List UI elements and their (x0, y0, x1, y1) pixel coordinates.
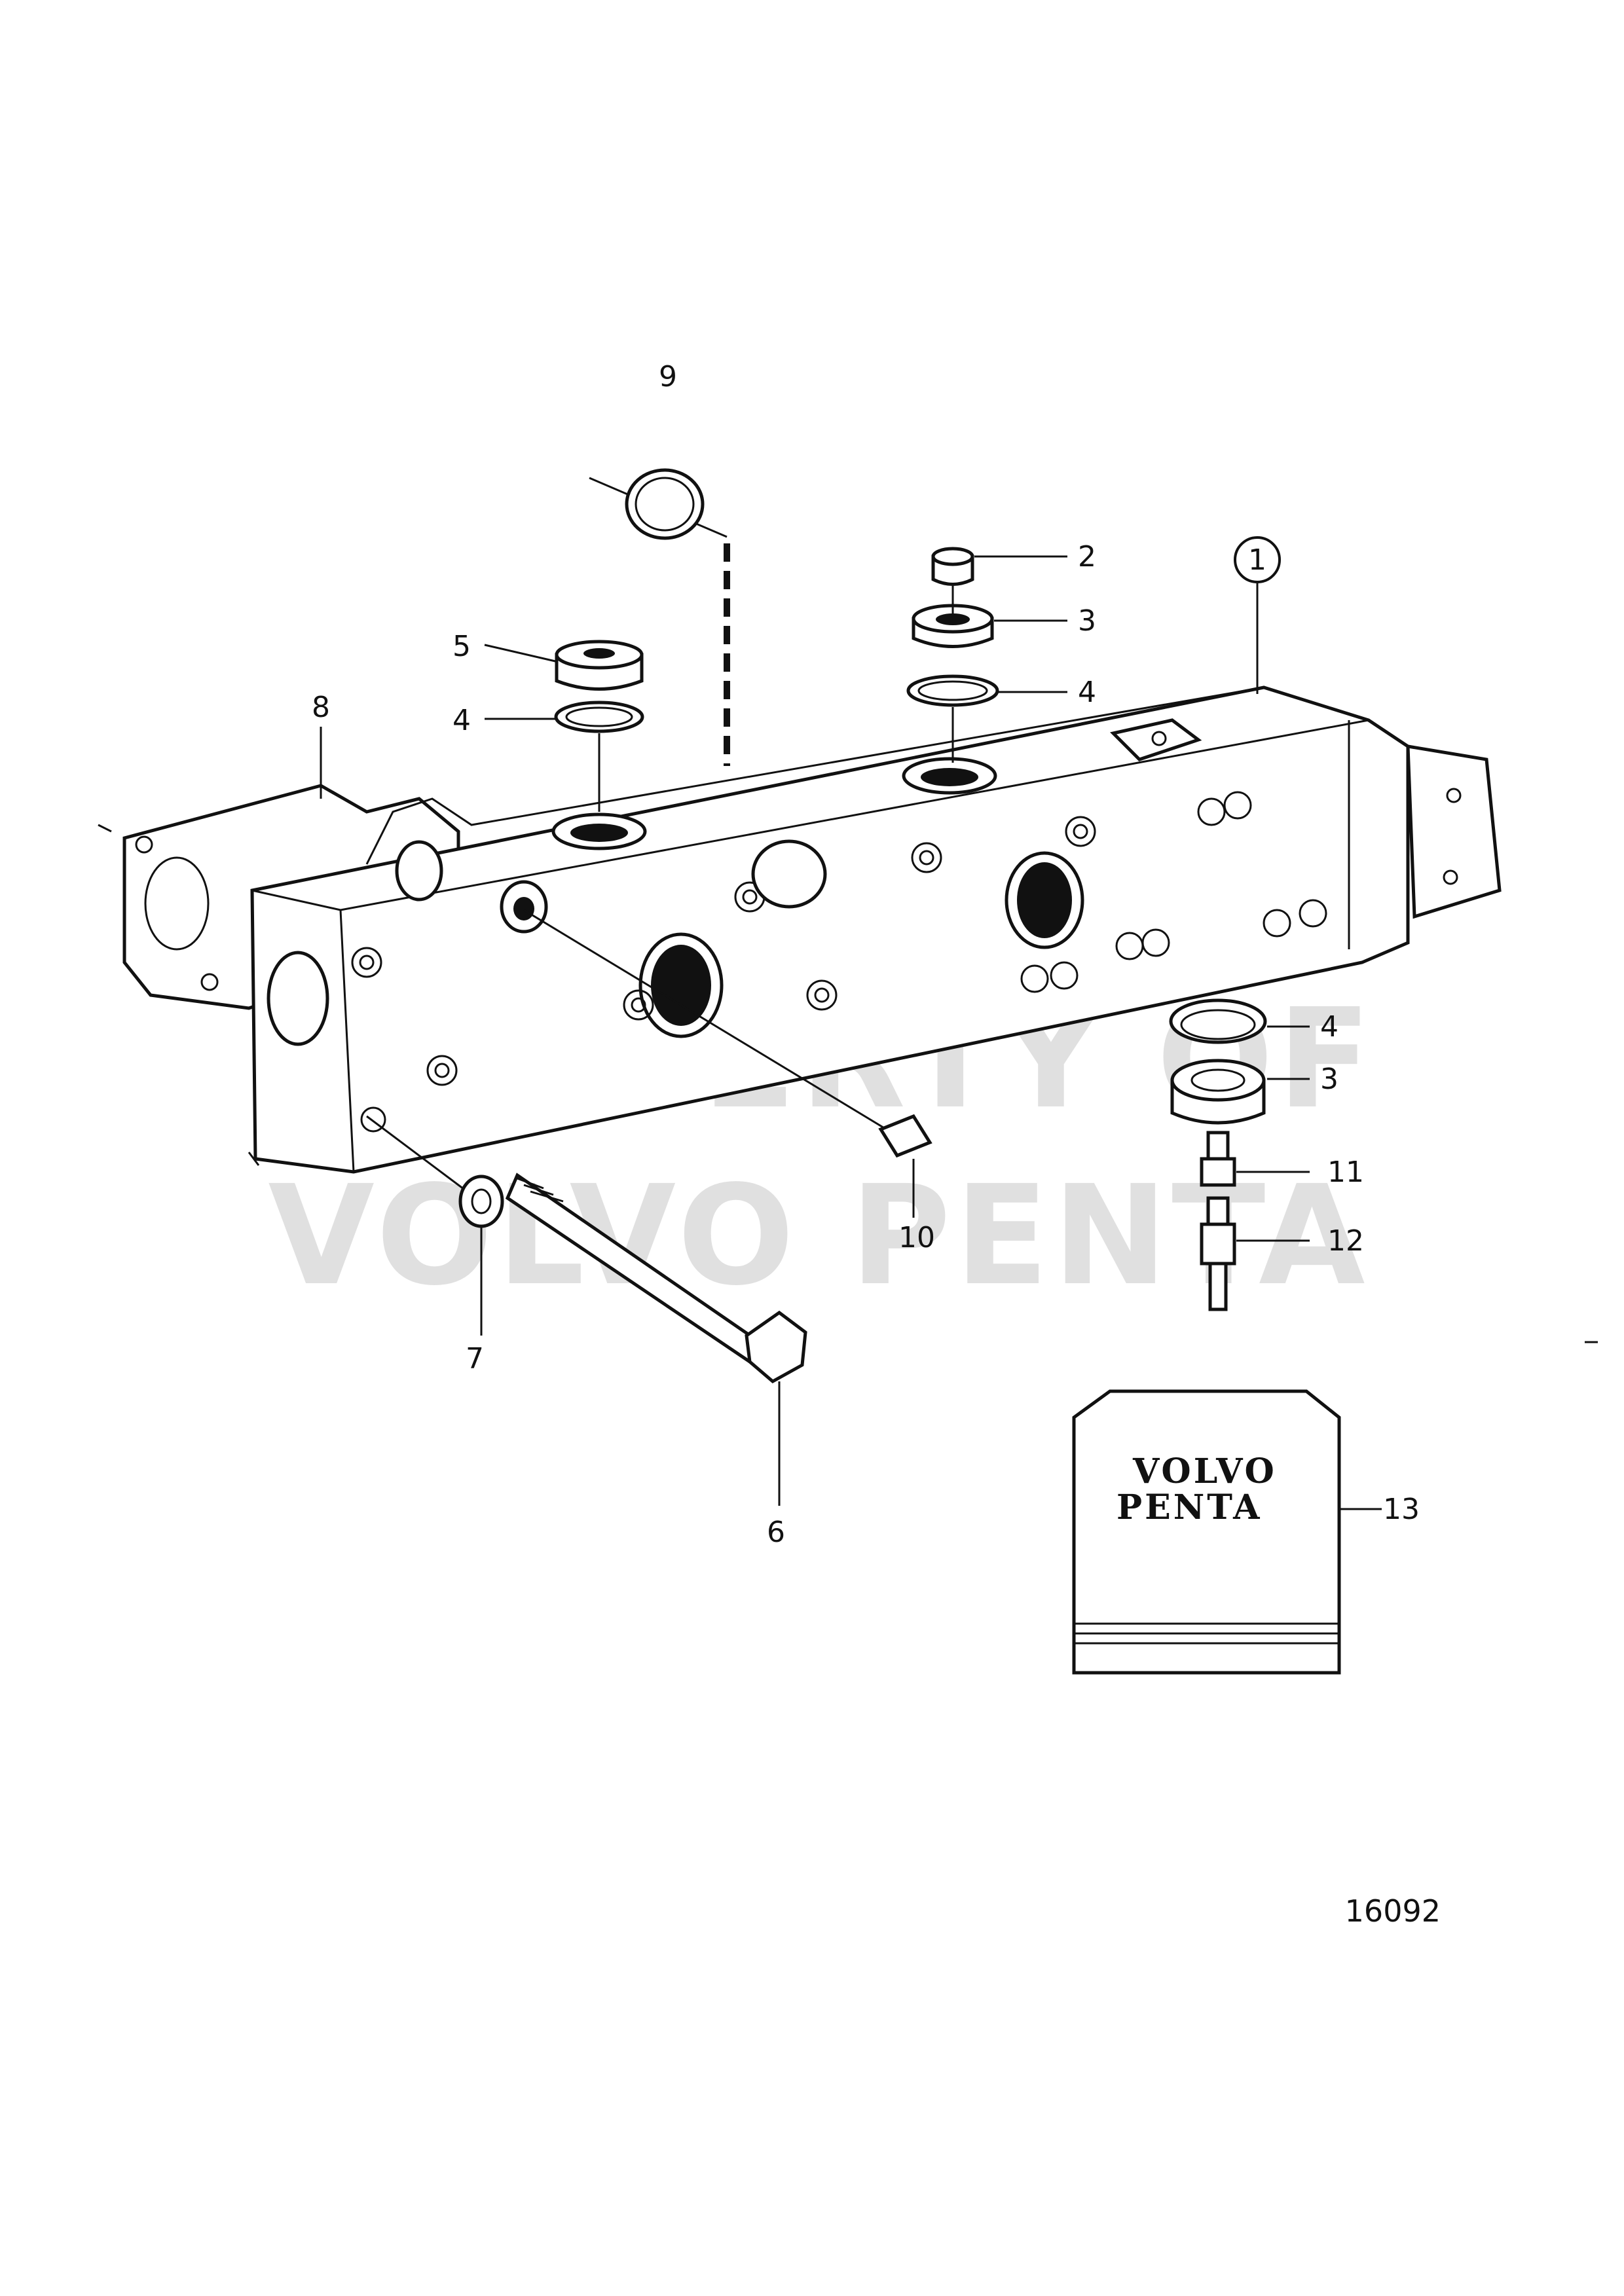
label-part-13: 13 (1383, 1493, 1420, 1526)
label-circle-part-1 (1234, 536, 1281, 583)
plug-part-5 (484, 640, 644, 812)
plug-part-2 (906, 547, 1067, 763)
label-part-1: 1 (1248, 543, 1266, 577)
label-part-3-bottom: 3 (1320, 1063, 1338, 1096)
bolt-part-6 (366, 1115, 807, 1506)
label-part-4-right: 4 (1320, 1010, 1338, 1044)
label-part-9: 9 (659, 360, 677, 393)
label-part-4-left: 4 (452, 704, 471, 737)
label-part-11: 11 (1327, 1156, 1364, 1189)
adapter-part-3-lower (1169, 998, 1310, 1125)
label-part-2: 2 (1078, 540, 1096, 574)
label-part-3-top: 3 (1078, 604, 1096, 638)
plug-part-10 (523, 909, 932, 1218)
label-part-4-mid: 4 (1078, 676, 1096, 709)
o-ring-part-9 (589, 468, 730, 766)
kit-logo-line-2: PENTA (1116, 1487, 1262, 1527)
kit-logo-line-1: VOLVO (1132, 1451, 1277, 1491)
gasket-kit-part-13: VOLVO PENTA (1072, 1389, 1382, 1675)
label-part-6: 6 (767, 1516, 785, 1549)
label-part-7: 7 (466, 1342, 484, 1376)
exhaust-manifold-part-1 (248, 685, 1502, 1174)
nipple-part-11 (1200, 1131, 1310, 1187)
label-part-5: 5 (452, 630, 471, 663)
label-part-10: 10 (898, 1221, 935, 1254)
coupling-part-12 (1200, 1196, 1310, 1311)
label-part-8: 8 (312, 691, 330, 724)
label-part-12: 12 (1327, 1224, 1364, 1258)
part-labels: 1 2 3 4 5 4 8 9 4 3 11 12 10 7 6 13 (312, 360, 1420, 1549)
watermark-line-2: VOLVO PENTA (268, 1156, 1369, 1316)
figure-number: 16092 (1345, 1893, 1441, 1929)
